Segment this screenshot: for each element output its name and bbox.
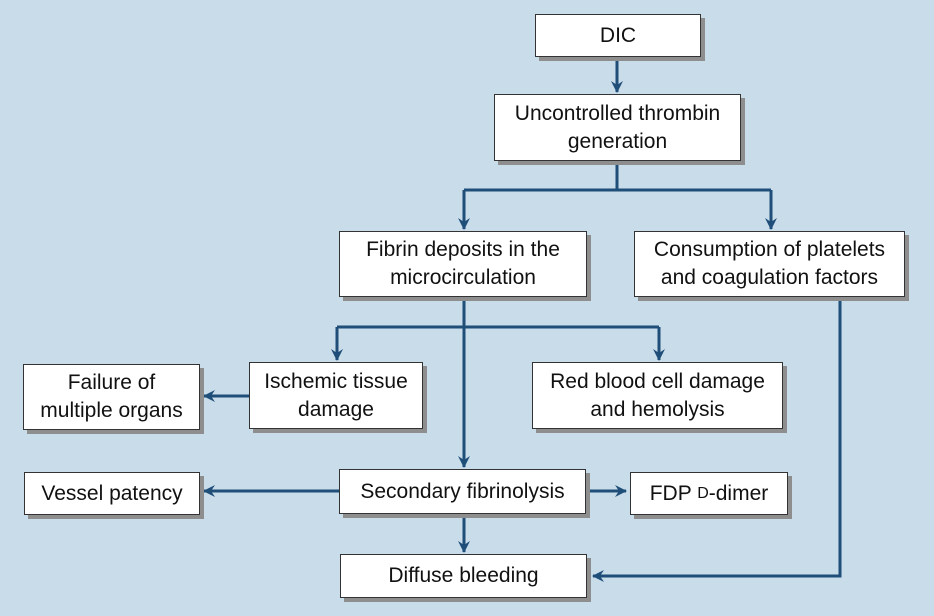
fdp-label-suffix: -dimer	[708, 481, 769, 505]
node-fibrin-deposits: Fibrin deposits in the microcirculation	[339, 231, 587, 297]
node-ischemic-tissue: Ischemic tissue damage	[249, 362, 423, 429]
fdp-label-prefix: FDP	[649, 481, 698, 505]
node-consumption: Consumption of platelets and coagulation…	[634, 231, 905, 297]
node-vessel-patency: Vessel patency	[24, 472, 200, 515]
connector-thrombin-split	[464, 161, 771, 192]
node-uncontrolled-thrombin: Uncontrolled thrombin generation	[494, 94, 741, 161]
node-rbc-damage: Red blood cell damage and hemolysis	[532, 362, 783, 429]
node-secondary-fibrinolysis: Secondary fibrinolysis	[339, 469, 586, 514]
fdp-label-smallcaps: D	[697, 484, 709, 502]
node-dic: DIC	[535, 14, 701, 57]
arrow-consumption-to-bleeding	[592, 297, 842, 582]
node-fdp-d-dimer: FDP D-dimer	[630, 472, 788, 515]
node-failure-multiple-organs: Failure of multiple organs	[23, 364, 200, 430]
node-diffuse-bleeding: Diffuse bleeding	[340, 554, 587, 598]
